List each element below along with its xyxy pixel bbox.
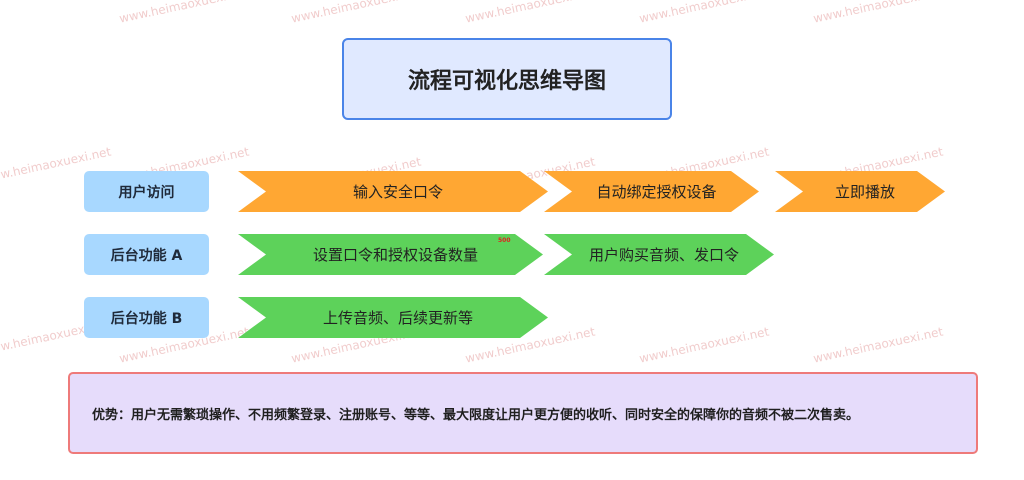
flow-step-play-now: 立即播放 xyxy=(775,171,945,212)
row-label-backend-a: 后台功能 A xyxy=(84,234,209,275)
diagram-title: 流程可视化思维导图 xyxy=(342,38,672,120)
flow-step-enter-password: 输入安全口令 xyxy=(238,171,548,212)
tiny-mark: 500 xyxy=(498,237,511,244)
watermark: www.heimaoxuexi.net xyxy=(638,324,771,366)
flow-step-auto-bind-device: 自动绑定授权设备 xyxy=(544,171,759,212)
flow-step-upload-audio: 上传音频、后续更新等 xyxy=(238,297,548,338)
watermark: www.heimaoxuexi.net xyxy=(638,0,771,26)
flow-step-set-password-devices: 设置口令和授权设备数量 xyxy=(238,234,543,275)
flow-step-purchase-send-password: 用户购买音频、发口令 xyxy=(544,234,774,275)
row-label-user-access: 用户访问 xyxy=(84,171,209,212)
watermark: www.heimaoxuexi.net xyxy=(118,0,251,26)
watermark: www.heimaoxuexi.net xyxy=(290,0,423,26)
advantages-note: 优势：用户无需繁琐操作、不用频繁登录、注册账号、等等、最大限度让用户更方便的收听… xyxy=(68,372,978,454)
row-label-backend-b: 后台功能 B xyxy=(84,297,209,338)
watermark: www.heimaoxuexi.net xyxy=(464,0,597,26)
watermark: www.heimaoxuexi.net xyxy=(812,0,945,26)
watermark: www.heimaoxuexi.net xyxy=(812,324,945,366)
